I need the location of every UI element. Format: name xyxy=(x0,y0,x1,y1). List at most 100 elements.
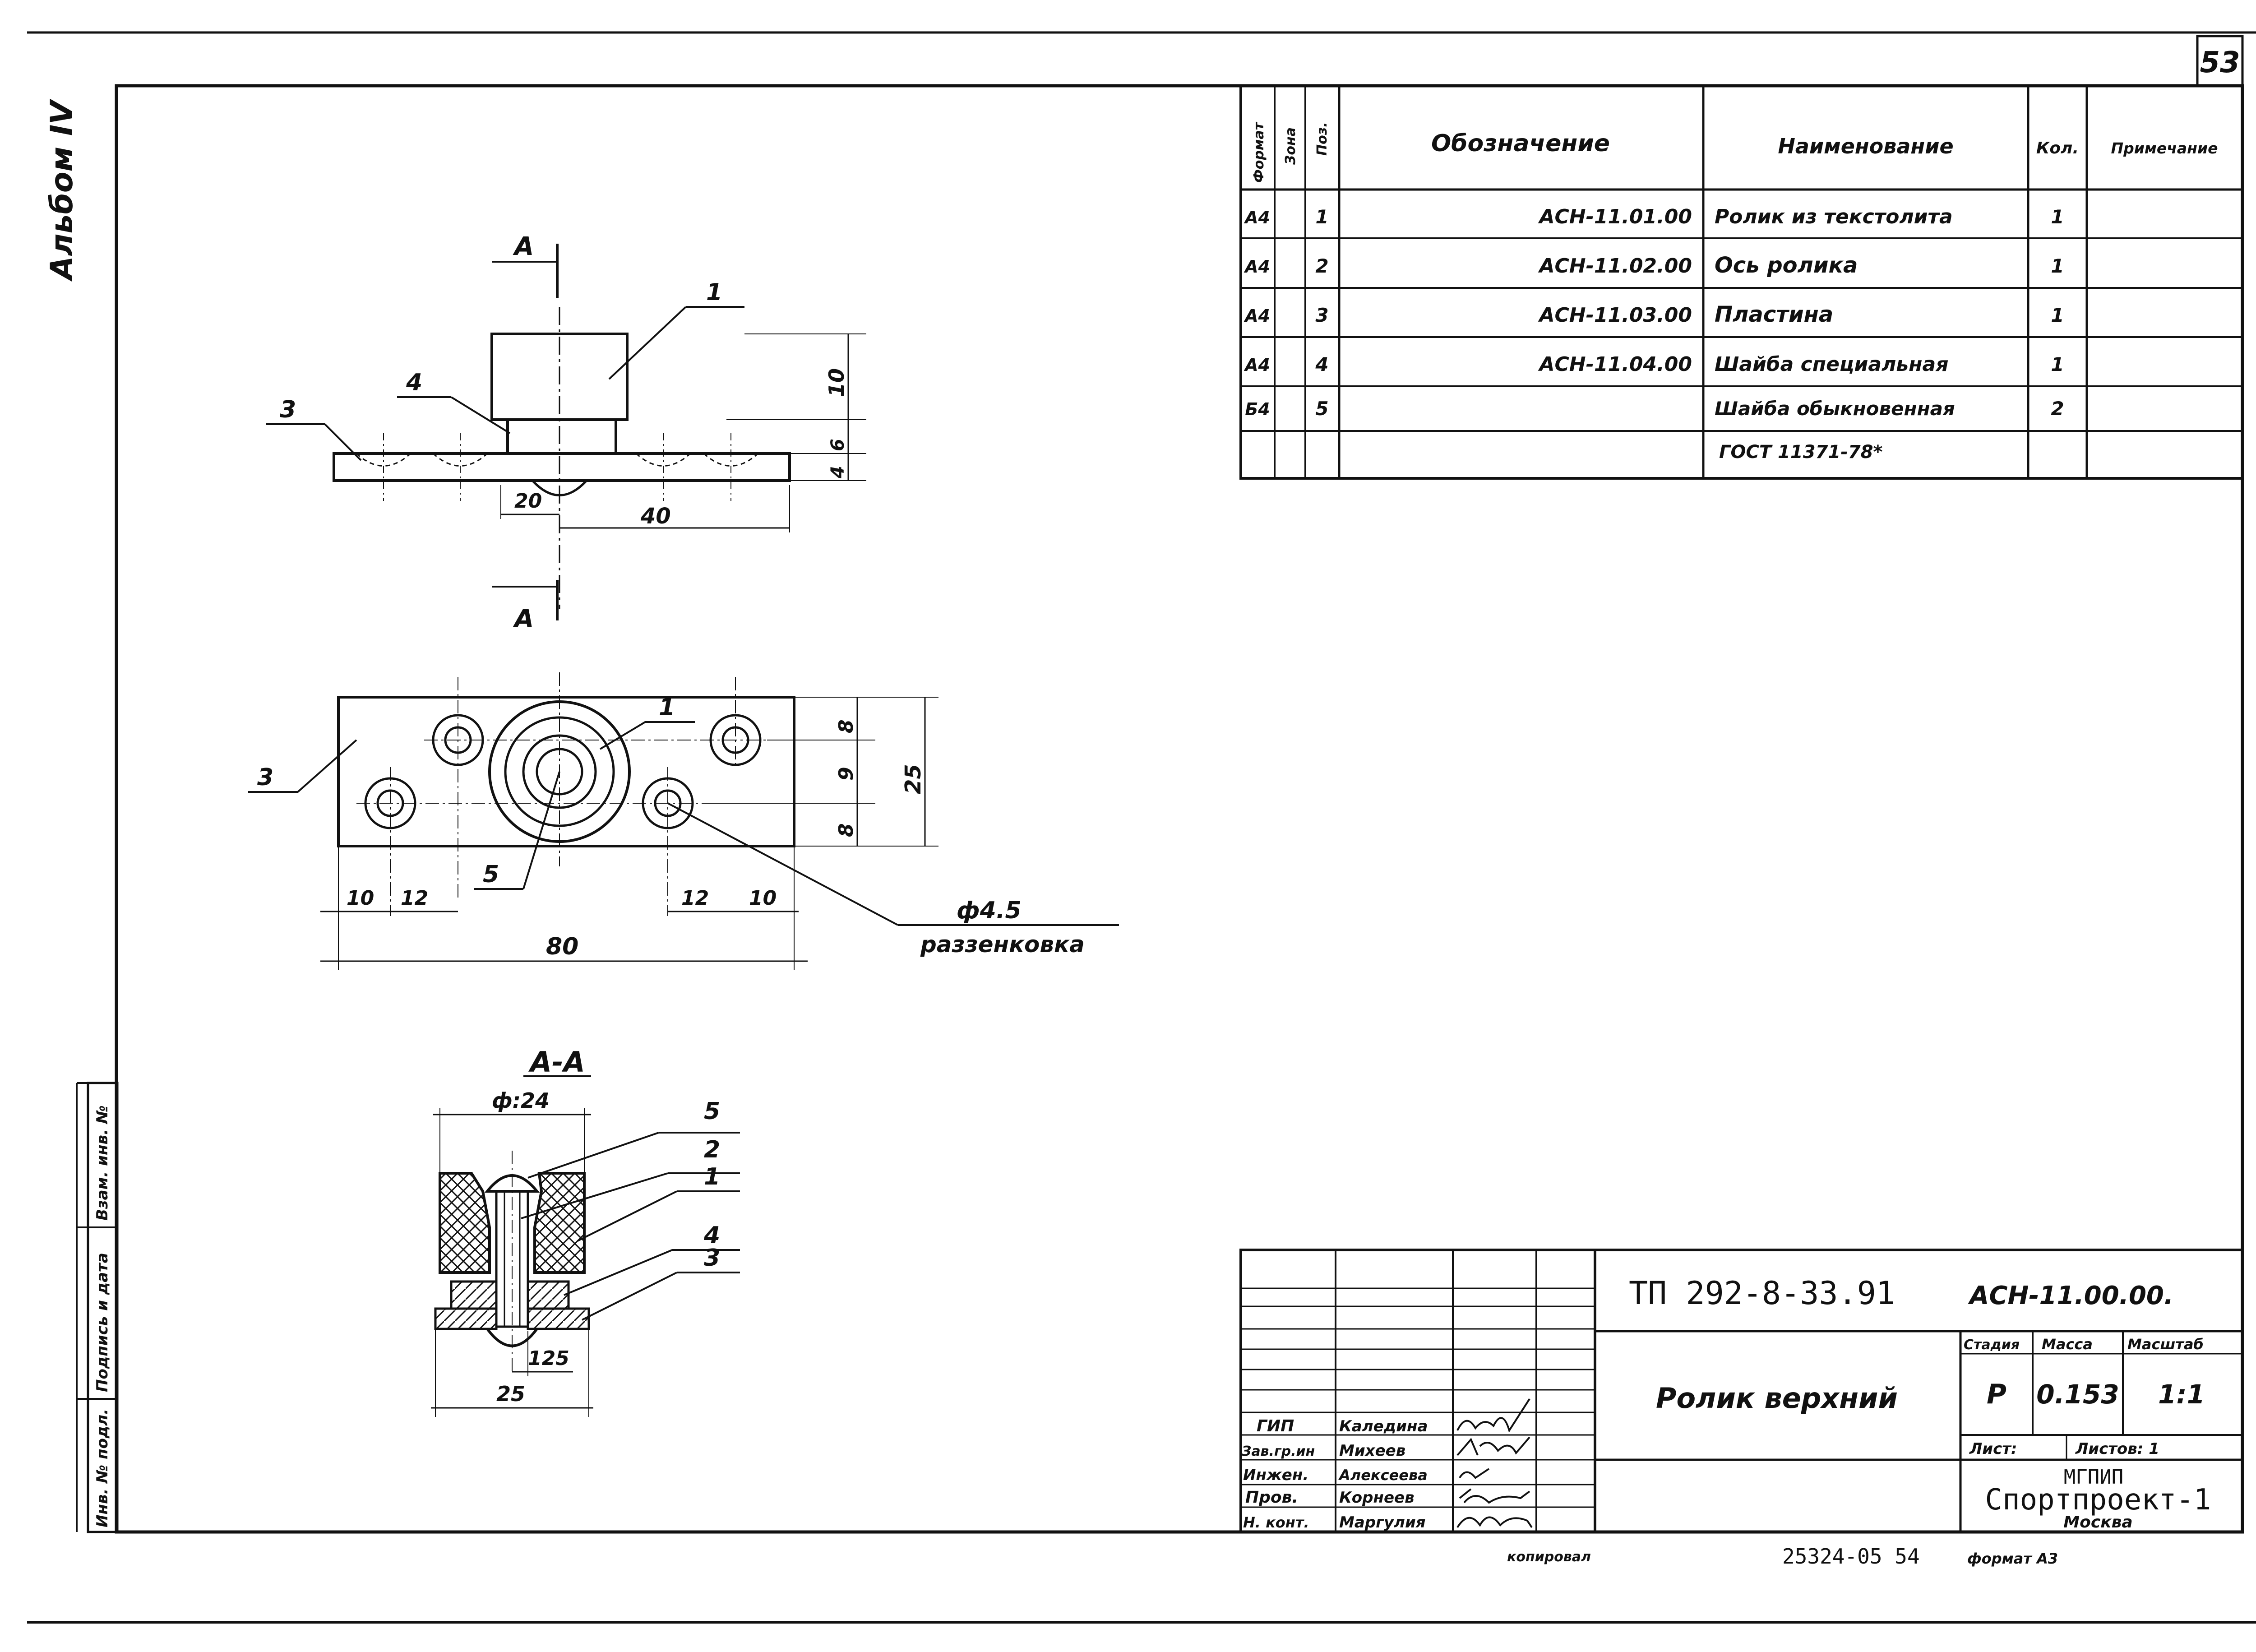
staff-role: Инжен. xyxy=(1243,1466,1308,1484)
staff-name: Алексеева xyxy=(1338,1467,1428,1484)
spec-row-name: Шайба обыкновенная xyxy=(1715,398,1955,420)
stage-label: Стадия xyxy=(1964,1337,2020,1353)
dim-9: 9 xyxy=(835,767,858,781)
hole-callout: ф4.5 xyxy=(957,897,1022,924)
section-view: А-А ф:24 125 25 5 xyxy=(431,1046,740,1417)
spec-row-designation: АСН-11.03.00 xyxy=(1538,304,1692,327)
dim-25: 25 xyxy=(901,764,926,794)
format-label: формат А3 xyxy=(1967,1550,2058,1567)
spec-row-name: Ролик из текстолита xyxy=(1715,205,1953,228)
scale-value: 1:1 xyxy=(2158,1379,2205,1410)
sheet-frame: 53 Альбом IV xyxy=(27,31,2256,1624)
spec-row-name: Ось ролика xyxy=(1715,253,1858,278)
spec-row-name: ГОСТ 11371-78* xyxy=(1719,442,1882,463)
dim-8-top: 8 xyxy=(835,719,858,733)
spec-row-format: А4 xyxy=(1244,257,1270,277)
copied-label: копировал xyxy=(1507,1549,1591,1565)
spec-row-format: Б4 xyxy=(1245,399,1270,419)
drawing-designation: АСН-11.00.00. xyxy=(1968,1281,2173,1310)
spec-header-name: Наименование xyxy=(1778,134,1953,158)
front-view: А А 1 3 4 10 4 6 20 40 xyxy=(266,232,866,634)
spec-row-pos: 4 xyxy=(1315,353,1328,375)
dim-125: 125 xyxy=(528,1347,569,1370)
album-label: Альбом IV xyxy=(44,98,80,282)
staff-role: Зав.гр.ин xyxy=(1241,1444,1315,1459)
sheets-label: Листов: 1 xyxy=(2075,1440,2159,1458)
staff-role: Н. конт. xyxy=(1243,1514,1309,1531)
label-pos-1: 1 xyxy=(706,279,722,306)
dim-diameter-24: ф:24 xyxy=(492,1088,550,1113)
spec-row-pos: 2 xyxy=(1315,255,1328,277)
dim-40: 40 xyxy=(640,504,671,529)
spec-header-qty: Кол. xyxy=(2036,139,2079,157)
title-block: ТП 292-8-33.91 АСН-11.00.00. Ролик верхн… xyxy=(1239,1249,2244,1533)
staff-role: Пров. xyxy=(1245,1488,1298,1507)
spec-row-pos: 5 xyxy=(1315,398,1328,420)
dim-20: 20 xyxy=(514,490,542,513)
spec-row-pos: 3 xyxy=(1315,304,1328,326)
spec-row-qty: 1 xyxy=(2051,255,2064,277)
staff-name: Корнеев xyxy=(1339,1489,1415,1507)
spec-row-qty: 1 xyxy=(2051,304,2064,326)
dim-10-left: 10 xyxy=(347,887,374,910)
stamp-replace: Взам. инв. № xyxy=(93,1105,111,1221)
dim-height-10: 10 xyxy=(824,368,849,397)
spec-row-format: А4 xyxy=(1244,208,1270,227)
spec-row-format: А4 xyxy=(1244,355,1270,375)
spec-header-designation: Обозначение xyxy=(1431,130,1610,157)
spec-header-zone: Зона xyxy=(1283,127,1299,165)
spec-header-format: Формат xyxy=(1251,121,1267,183)
stage-value: Р xyxy=(1987,1379,2006,1410)
label-pos-3c: 3 xyxy=(704,1245,720,1272)
label-pos-3: 3 xyxy=(280,396,296,423)
label-pos-3b: 3 xyxy=(257,764,273,791)
spec-row-qty: 2 xyxy=(2051,398,2064,420)
signatures xyxy=(1456,1398,1533,1528)
staff-role: ГИП xyxy=(1257,1417,1294,1435)
section-mark-bottom: А xyxy=(513,604,534,634)
stamp-signature: Подпись и дата xyxy=(93,1253,111,1392)
label-pos-4: 4 xyxy=(406,369,422,396)
mass-label: Масса xyxy=(2042,1336,2093,1353)
countersink-callout: раззенковка xyxy=(920,931,1085,958)
dim-height-6: 6 xyxy=(828,439,848,451)
dim-25b: 25 xyxy=(496,1382,525,1406)
top-view: 8 9 8 25 10 12 12 10 80 1 3 5 ф4.5 раззе… xyxy=(248,672,1119,970)
spec-row-name: Шайба специальная xyxy=(1715,353,1948,376)
staff-name: Маргулия xyxy=(1339,1513,1426,1532)
staff-name: Михеев xyxy=(1339,1442,1405,1460)
dim-10-right: 10 xyxy=(749,887,777,910)
spec-table: Формат Зона Поз. Обозначение Наименовани… xyxy=(1239,84,2244,480)
org-name-2: Спортпроект-1 xyxy=(1985,1483,2211,1517)
spec-header-note: Примечание xyxy=(2111,139,2218,157)
dim-12-right: 12 xyxy=(681,887,709,910)
scale-label: Масштаб xyxy=(2127,1336,2204,1353)
staff-name: Каледина xyxy=(1339,1417,1428,1435)
dim-height-4: 4 xyxy=(828,466,848,479)
label-pos-5c: 5 xyxy=(704,1098,720,1125)
sheet-number: 53 xyxy=(2200,46,2240,79)
sheet-label: Лист: xyxy=(1969,1440,2017,1458)
spec-row-qty: 1 xyxy=(2051,206,2064,228)
inventory-number: 25324-05 54 xyxy=(1782,1544,1920,1569)
label-pos-2c: 2 xyxy=(704,1136,720,1163)
spec-row-designation: АСН-11.04.00 xyxy=(1538,353,1692,376)
stamp-inv: Инв. № подл. xyxy=(93,1409,111,1527)
dim-80: 80 xyxy=(546,933,578,960)
label-pos-5b: 5 xyxy=(483,861,499,888)
side-stamp: Инв. № подл. Подпись и дата Взам. инв. № xyxy=(76,1082,119,1533)
spec-row-format: А4 xyxy=(1244,306,1270,326)
dim-12-left: 12 xyxy=(401,887,428,910)
label-pos-1b: 1 xyxy=(659,694,675,721)
label-pos-1c: 1 xyxy=(704,1163,720,1190)
spec-row-designation: АСН-11.02.00 xyxy=(1538,255,1692,278)
section-mark-top: А xyxy=(513,232,534,261)
spec-row-pos: 1 xyxy=(1315,206,1328,228)
spec-row-designation: АСН-11.01.00 xyxy=(1538,205,1692,228)
project-code: ТП 292-8-33.91 xyxy=(1629,1275,1895,1312)
spec-header-pos: Поз. xyxy=(1314,122,1330,156)
section-title: А-А xyxy=(528,1046,585,1078)
org-name-3: Москва xyxy=(2063,1513,2132,1532)
spec-row-qty: 1 xyxy=(2051,353,2064,375)
